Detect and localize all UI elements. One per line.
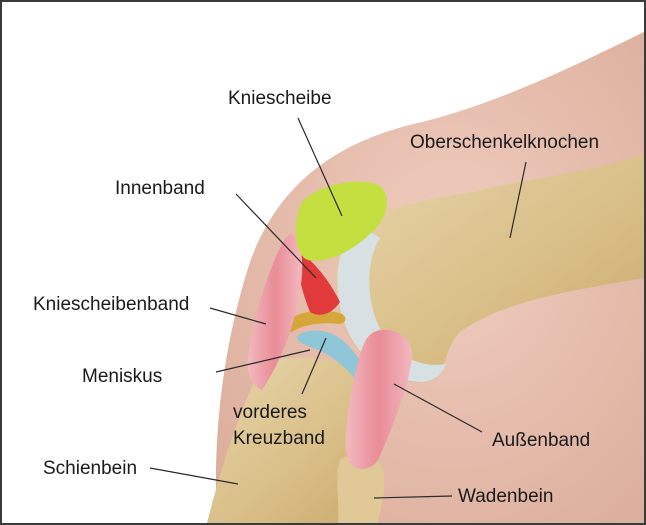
label-schienbein: Schienbein	[43, 458, 137, 480]
label-wadenbein: Wadenbein	[458, 486, 553, 508]
label-innenband: Innenband	[115, 178, 205, 200]
label-vorderes: vorderes	[233, 402, 307, 424]
label-meniskus: Meniskus	[82, 366, 162, 388]
label-aussenband: Außenband	[492, 430, 590, 452]
label-kreuzband: Kreuzband	[233, 428, 325, 450]
label-oberschenkelknochen: Oberschenkelknochen	[410, 132, 599, 154]
label-kniescheibe: Kniescheibe	[228, 88, 332, 110]
label-kniescheibenband: Kniescheibenband	[33, 294, 189, 316]
